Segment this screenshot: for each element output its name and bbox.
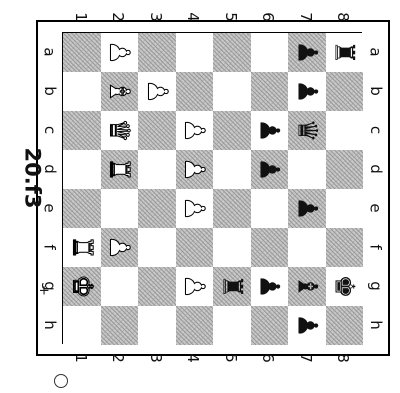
file-label-right: e [366, 198, 386, 218]
square-e5[interactable] [213, 189, 251, 228]
white-pawn-icon[interactable]: ♟ [101, 33, 139, 72]
square-e2[interactable] [101, 189, 139, 228]
square-f8[interactable] [326, 228, 364, 267]
black-pawn-icon[interactable]: ♟ [288, 33, 326, 72]
rank-label-bottom: 6 [258, 348, 278, 368]
rank-label-top: 5 [221, 7, 241, 27]
square-e1[interactable] [63, 189, 101, 228]
white-pawn-icon[interactable]: ♟ [101, 228, 139, 267]
black-pawn-icon[interactable]: ♟ [251, 150, 289, 189]
square-h6[interactable] [251, 306, 289, 345]
square-c1[interactable] [63, 111, 101, 150]
file-label-right: h [366, 315, 386, 335]
square-d3[interactable] [138, 150, 176, 189]
black-bishop-icon[interactable]: ♝ [288, 267, 326, 306]
black-pawn-icon[interactable]: ♟ [251, 111, 289, 150]
white-pawn-icon[interactable]: ♟ [176, 267, 214, 306]
square-h4[interactable] [176, 306, 214, 345]
rank-label-bottom: 7 [296, 348, 316, 368]
square-e8[interactable] [326, 189, 364, 228]
square-h8[interactable] [326, 306, 364, 345]
square-c8[interactable] [326, 111, 364, 150]
file-label-left: f [40, 237, 60, 257]
file-label-right: b [366, 81, 386, 101]
rank-label-top: 4 [183, 7, 203, 27]
file-label-left: b [40, 81, 60, 101]
rank-label-bottom: 8 [333, 348, 353, 368]
white-pawn-icon[interactable]: ♟ [176, 150, 214, 189]
square-a6[interactable] [251, 33, 289, 72]
rank-label-bottom: 1 [71, 348, 91, 368]
square-f5[interactable] [213, 228, 251, 267]
file-label-right: f [366, 237, 386, 257]
white-pawn-icon[interactable]: ♟ [176, 111, 214, 150]
file-label-left: e [40, 198, 60, 218]
white-rook-icon[interactable]: ♜ [63, 228, 101, 267]
white-rook-icon[interactable]: ♜ [101, 150, 139, 189]
square-d5[interactable] [213, 150, 251, 189]
rank-label-bottom: 4 [183, 348, 203, 368]
square-g3[interactable] [138, 267, 176, 306]
square-c5[interactable] [213, 111, 251, 150]
file-label-left: g [40, 276, 60, 296]
square-a3[interactable] [138, 33, 176, 72]
square-h1[interactable] [63, 306, 101, 345]
square-c3[interactable] [138, 111, 176, 150]
black-pawn-icon[interactable]: ♟ [288, 306, 326, 345]
white-pawn-icon[interactable]: ♟ [138, 72, 176, 111]
square-b8[interactable] [326, 72, 364, 111]
file-label-left: h [40, 315, 60, 335]
square-b1[interactable] [63, 72, 101, 111]
square-h3[interactable] [138, 306, 176, 345]
chess-board: ♟♝♟♛♟♜♟♟♜♟♚♟♟♜♟♟♛♟♟♜♟♝♚♟ [62, 32, 362, 344]
rank-label-bottom: 5 [221, 348, 241, 368]
square-f7[interactable] [288, 228, 326, 267]
square-g2[interactable] [101, 267, 139, 306]
square-a5[interactable] [213, 33, 251, 72]
file-label-right: g [366, 276, 386, 296]
square-f6[interactable] [251, 228, 289, 267]
square-a4[interactable] [176, 33, 214, 72]
file-label-left: c [40, 120, 60, 140]
square-f4[interactable] [176, 228, 214, 267]
square-b4[interactable] [176, 72, 214, 111]
black-king-icon[interactable]: ♚ [326, 267, 364, 306]
file-label-left: a [40, 42, 60, 62]
rank-label-top: 3 [146, 7, 166, 27]
white-pawn-icon[interactable]: ♟ [176, 189, 214, 228]
white-queen-icon[interactable]: ♛ [101, 111, 139, 150]
black-rook-icon[interactable]: ♜ [326, 33, 364, 72]
square-e3[interactable] [138, 189, 176, 228]
square-h2[interactable] [101, 306, 139, 345]
black-queen-icon[interactable]: ♛ [288, 111, 326, 150]
rank-label-bottom: 3 [146, 348, 166, 368]
square-f3[interactable] [138, 228, 176, 267]
square-d7[interactable] [288, 150, 326, 189]
square-h5[interactable] [213, 306, 251, 345]
black-pawn-icon[interactable]: ♟ [251, 267, 289, 306]
square-a1[interactable] [63, 33, 101, 72]
square-b5[interactable] [213, 72, 251, 111]
rank-label-top: 2 [108, 7, 128, 27]
rank-label-top: 1 [71, 7, 91, 27]
file-label-right: a [366, 42, 386, 62]
file-label-left: d [40, 159, 60, 179]
file-label-right: c [366, 120, 386, 140]
square-b6[interactable] [251, 72, 289, 111]
rank-label-top: 8 [333, 7, 353, 27]
white-king-icon[interactable]: ♚ [63, 267, 101, 306]
square-d1[interactable] [63, 150, 101, 189]
square-d8[interactable] [326, 150, 364, 189]
black-pawn-icon[interactable]: ♟ [288, 189, 326, 228]
square-e6[interactable] [251, 189, 289, 228]
white-bishop-icon[interactable]: ♝ [101, 72, 139, 111]
black-rook-icon[interactable]: ♜ [213, 267, 251, 306]
rank-label-top: 6 [258, 7, 278, 27]
file-label-right: d [366, 159, 386, 179]
black-pawn-icon[interactable]: ♟ [288, 72, 326, 111]
rank-label-bottom: 2 [108, 348, 128, 368]
rank-label-top: 7 [296, 7, 316, 27]
side-to-move-circle-icon [54, 374, 68, 388]
